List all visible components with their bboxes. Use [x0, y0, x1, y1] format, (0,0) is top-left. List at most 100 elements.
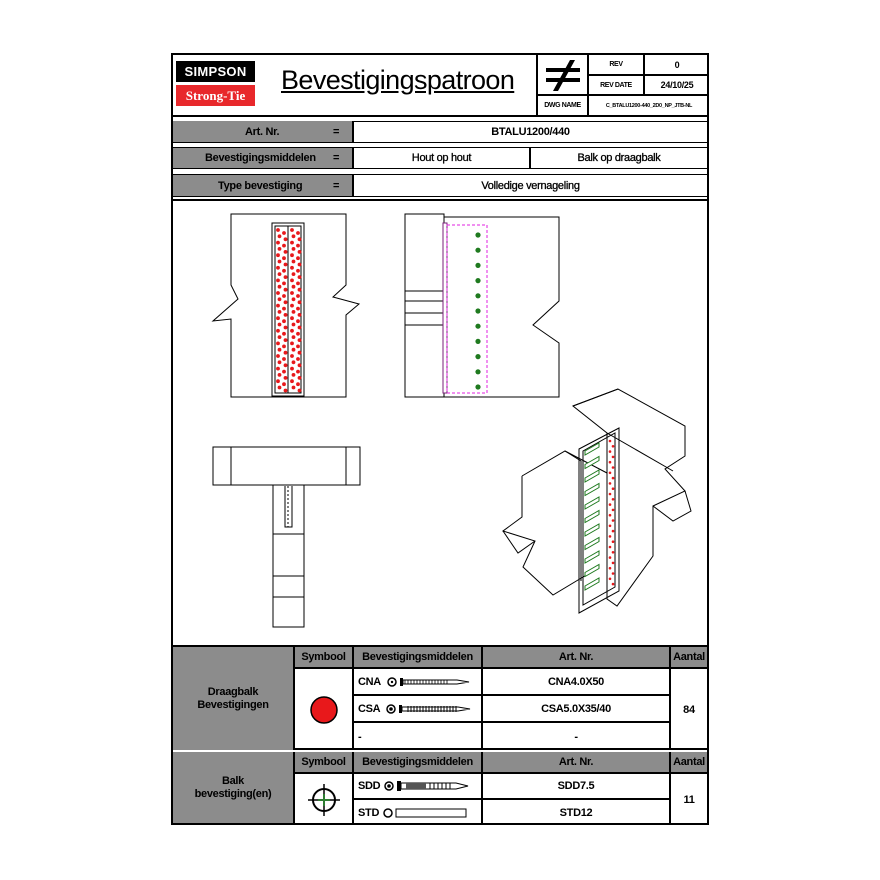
nail-dot — [611, 508, 615, 512]
nail-dot — [276, 291, 280, 295]
nail-dot — [296, 306, 300, 311]
nail-dot — [277, 347, 282, 352]
nail-dot — [297, 237, 302, 242]
nail-dot — [276, 366, 280, 371]
means-value-1: Hout op hout — [353, 147, 530, 169]
nail-dot — [283, 325, 288, 330]
nail-dot — [290, 379, 294, 384]
nail-dot — [296, 231, 300, 235]
nail-dot — [611, 476, 615, 480]
dwg-name-value: C_BTALU1200-440_2D0_NP_JTB-NL — [588, 95, 709, 115]
nail-dot — [283, 250, 288, 254]
screw-dot — [475, 384, 481, 390]
nail-dot — [290, 328, 294, 333]
nail-dot — [291, 297, 296, 302]
screw-mark — [584, 577, 600, 591]
nail-dot — [290, 265, 294, 270]
screw-dot — [475, 323, 481, 329]
nail-dot — [297, 325, 302, 330]
art-nr-std: STD12 — [482, 799, 670, 825]
screw-icon — [386, 703, 471, 714]
nail-dot — [297, 363, 302, 368]
nail-dot — [611, 466, 615, 469]
nail-dot — [296, 243, 300, 248]
nail-dot — [608, 460, 612, 464]
nail-dot — [276, 341, 280, 346]
nail-dot — [277, 259, 282, 264]
nail-dot — [291, 284, 296, 289]
nail-dot — [608, 513, 612, 517]
art-nr-sdd: SDD7.5 — [482, 773, 670, 799]
nail-dot — [283, 376, 288, 380]
nail-dot — [611, 519, 615, 522]
nail-dot — [296, 294, 300, 298]
nail-dot — [608, 450, 612, 453]
screw-dot — [475, 308, 481, 314]
screw-mark — [584, 523, 600, 537]
technical-drawing — [211, 213, 692, 628]
nail-dot — [276, 278, 280, 283]
group-label-line-1: Draagbalk — [207, 685, 259, 698]
header: SIMPSON Strong-Tie Bevestigingspatroon R… — [173, 55, 709, 117]
fastener-row-std: STD — [353, 799, 482, 825]
nail-dot — [290, 253, 294, 258]
nail-dot — [291, 335, 296, 339]
nail-dot — [276, 265, 280, 270]
brand-logo-bottom: Strong-Tie — [176, 85, 255, 106]
group-label-line-2: bevestiging(en) — [194, 787, 272, 800]
nail-dot — [290, 341, 294, 346]
nail-dot — [291, 234, 296, 239]
nail-dot — [611, 529, 615, 533]
nail-dot — [277, 335, 282, 339]
type-value: Volledige vernageling — [353, 174, 707, 197]
nail-dot — [291, 272, 296, 276]
nail-dot — [296, 256, 300, 261]
fastener-row-cna: CNA — [353, 668, 482, 695]
nail-dot — [276, 316, 280, 321]
std-dowel-icon — [383, 807, 467, 818]
nail-dot — [276, 354, 280, 358]
nail-dot — [608, 503, 612, 506]
nail-dot — [277, 247, 282, 251]
screw-dot — [475, 247, 481, 253]
front-view — [211, 213, 361, 398]
nail-dot — [282, 231, 286, 235]
nail-dot — [296, 331, 300, 336]
equals-sign: = — [333, 125, 340, 138]
nail-dot — [283, 313, 288, 317]
nail-dot — [608, 566, 612, 570]
nail-dot — [297, 275, 302, 279]
nail-dot — [291, 322, 296, 327]
nail-dot — [277, 373, 282, 377]
fastener-code: STD — [358, 806, 380, 819]
balk-count: 11 — [670, 773, 707, 825]
means-label: Bevestigingsmiddelen = — [173, 147, 353, 169]
nail-dot — [276, 240, 280, 245]
nail-dot — [291, 310, 296, 314]
nail-dot — [608, 524, 612, 528]
symbol-header: Symbool — [294, 752, 353, 773]
isometric-view — [501, 388, 692, 614]
page-title: Bevestigingspatroon — [281, 65, 515, 95]
fastener-row-csa: CSA — [353, 695, 482, 722]
nail-dot — [290, 291, 294, 295]
screw-mark — [584, 482, 600, 497]
nail-dot — [283, 338, 288, 342]
nail-dot — [282, 319, 286, 324]
nail-dot — [291, 259, 296, 264]
screw-dot — [475, 354, 481, 360]
nail-dot — [608, 535, 612, 538]
not-equal-icon — [538, 55, 588, 95]
side-view — [404, 213, 560, 398]
red-nail-symbol — [294, 668, 353, 750]
nail-dot — [276, 328, 280, 333]
sdd-screw-icon — [384, 781, 469, 791]
nail-dot — [277, 322, 282, 327]
count-header: Aantal — [670, 752, 707, 773]
fastener-row-empty: - — [353, 722, 482, 750]
nail-dot — [283, 275, 288, 279]
screw-dot — [475, 293, 481, 299]
nail-dot — [276, 253, 280, 258]
fastener-code: CSA — [358, 702, 381, 715]
group-label-line-1: Balk — [221, 774, 245, 787]
